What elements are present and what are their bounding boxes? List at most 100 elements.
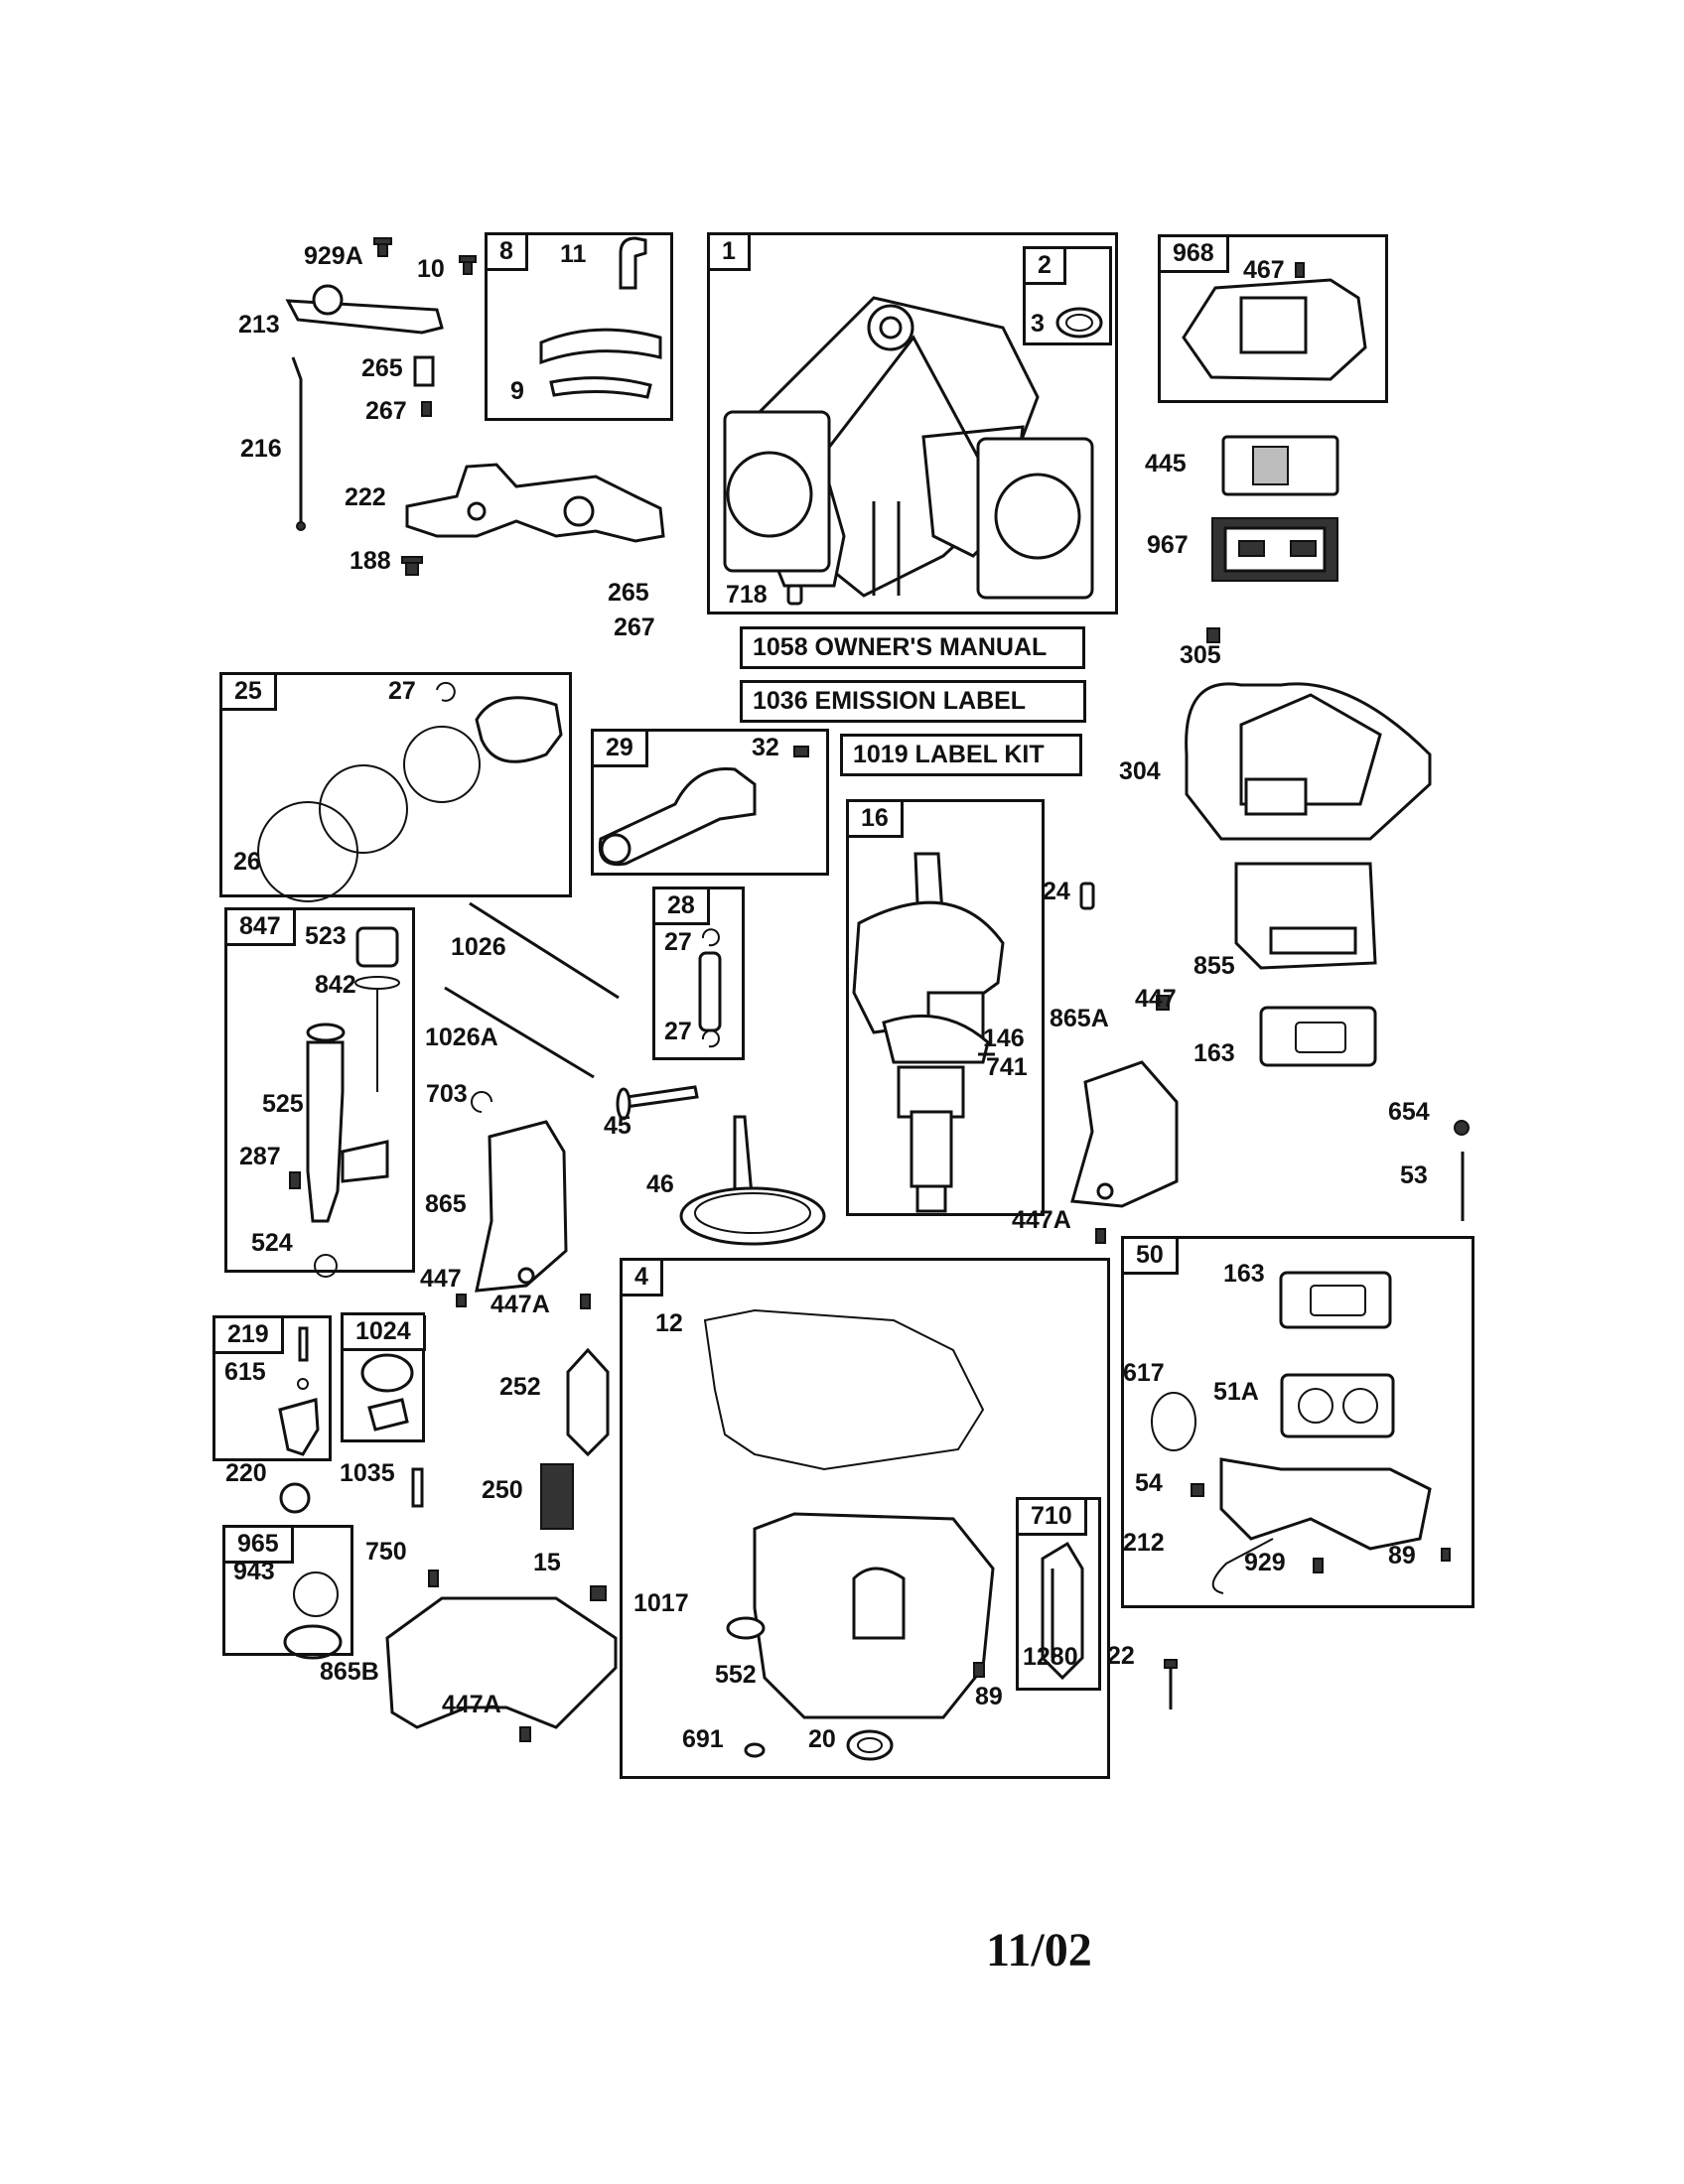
group-box-25: 25 <box>219 672 572 897</box>
callout-523: 523 <box>305 922 347 950</box>
group-number: 4 <box>623 1261 663 1297</box>
callout-22: 22 <box>1107 1642 1135 1670</box>
group-number: 965 <box>225 1528 294 1564</box>
callout-304: 304 <box>1119 757 1161 785</box>
callout-89: 89 <box>975 1683 1003 1710</box>
callout-691: 691 <box>682 1725 724 1753</box>
group-box-847: 847 <box>224 907 415 1273</box>
emission-label: 1036 EMISSION LABEL <box>740 680 1086 723</box>
callout-3: 3 <box>1031 310 1045 338</box>
callout-865: 865 <box>425 1190 467 1218</box>
group-box-50: 50 <box>1121 1236 1474 1608</box>
callout-54: 54 <box>1135 1469 1163 1497</box>
group-number: 16 <box>849 802 904 838</box>
callout-27: 27 <box>664 1018 692 1045</box>
callout-1017: 1017 <box>633 1589 689 1617</box>
callout-552: 552 <box>715 1661 757 1689</box>
piston-and-rings <box>257 681 563 902</box>
governor-lever-group <box>401 463 665 576</box>
callout-163: 163 <box>1193 1039 1235 1067</box>
intake-and-gasket <box>1234 862 1377 1067</box>
callout-250: 250 <box>482 1476 523 1504</box>
callout-1280: 1280 <box>1023 1643 1078 1671</box>
callout-842: 842 <box>315 971 356 999</box>
callout-615: 615 <box>224 1358 266 1386</box>
callout-445: 445 <box>1145 450 1187 478</box>
callout-27: 27 <box>388 677 416 705</box>
group-number: 219 <box>215 1318 284 1354</box>
callout-265: 265 <box>608 579 649 607</box>
cylinder-block <box>723 296 1103 606</box>
callout-467: 467 <box>1243 256 1285 284</box>
callout-89: 89 <box>1388 1542 1416 1570</box>
callout-718: 718 <box>726 581 768 609</box>
callout-45: 45 <box>604 1112 632 1140</box>
callout-26: 26 <box>233 848 261 876</box>
group-box-965: 965 <box>222 1525 353 1656</box>
callout-12: 12 <box>655 1309 683 1337</box>
callout-1035: 1035 <box>340 1459 395 1487</box>
pushrods <box>444 901 620 1079</box>
callout-865A: 865A <box>1050 1005 1109 1032</box>
callout-1026: 1026 <box>451 933 506 961</box>
group-box-1024: 1024 <box>341 1312 426 1442</box>
callout-929A: 929A <box>304 242 363 270</box>
baffle-865 <box>456 1120 591 1309</box>
callout-929: 929 <box>1244 1549 1286 1576</box>
callout-188: 188 <box>350 547 391 575</box>
callout-20: 20 <box>808 1725 836 1753</box>
group-box-4: 4 <box>620 1258 1110 1779</box>
group-box-16: 16 <box>846 799 1045 1216</box>
callout-750: 750 <box>365 1538 407 1566</box>
breather-parts <box>539 236 662 399</box>
callout-855: 855 <box>1193 952 1235 980</box>
callout-524: 524 <box>251 1229 293 1257</box>
callout-51A: 51A <box>1213 1378 1259 1406</box>
callout-9: 9 <box>510 377 524 405</box>
crankshaft <box>852 852 1095 1213</box>
callout-212: 212 <box>1123 1529 1165 1557</box>
callout-305: 305 <box>1180 641 1221 669</box>
intake-manifold-parts <box>1151 1271 1451 1594</box>
gear-plate-710 <box>1041 1541 1084 1681</box>
group-number: 25 <box>222 675 277 711</box>
callout-967: 967 <box>1147 531 1189 559</box>
governor-parts-219 <box>278 1326 320 1456</box>
group-box-968: 968 <box>1158 234 1388 403</box>
callout-447: 447 <box>1135 985 1177 1013</box>
callout-24: 24 <box>1043 878 1070 905</box>
callout-1026A: 1026A <box>425 1024 498 1051</box>
callout-741: 741 <box>986 1053 1028 1081</box>
callout-525: 525 <box>262 1090 304 1118</box>
air-cleaner-housing <box>1185 627 1432 841</box>
callout-447A: 447A <box>491 1291 550 1318</box>
callout-10: 10 <box>417 255 445 283</box>
crankcase-sump <box>703 1308 995 1761</box>
baffle-865B <box>385 1596 618 1742</box>
owners-manual-label: 1058 OWNER'S MANUAL <box>740 626 1085 669</box>
callout-53: 53 <box>1400 1161 1428 1189</box>
callout-213: 213 <box>238 311 280 339</box>
group-number: 2 <box>1026 249 1066 285</box>
group-number: 8 <box>488 235 528 271</box>
connecting-rod <box>598 746 809 867</box>
group-number: 50 <box>1124 1239 1179 1275</box>
callout-265: 265 <box>361 354 403 382</box>
callout-27: 27 <box>664 928 692 956</box>
callout-252: 252 <box>499 1373 541 1401</box>
group-box-8: 8 <box>485 232 673 421</box>
callout-267: 267 <box>614 614 655 641</box>
label-kit: 1019 LABEL KIT <box>840 734 1082 776</box>
fasteners-750-15 <box>428 1570 607 1601</box>
governor-bracket-group <box>285 237 477 531</box>
cover-and-reed <box>540 1347 610 1530</box>
callout-865B: 865B <box>320 1658 379 1686</box>
group-number: 28 <box>655 889 710 925</box>
callout-15: 15 <box>533 1549 561 1576</box>
group-box-219: 219 <box>212 1315 332 1461</box>
callout-46: 46 <box>646 1170 674 1198</box>
group-number: 29 <box>594 732 648 767</box>
group-box-28: 28 <box>652 887 745 1060</box>
